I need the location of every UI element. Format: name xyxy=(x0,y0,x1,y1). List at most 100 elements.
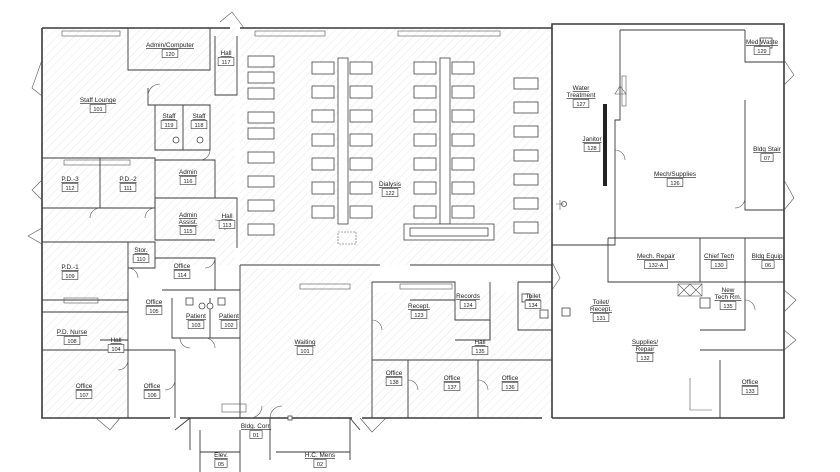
room-name: Tech Rm. xyxy=(715,294,742,301)
room-stor: Stor. 110 xyxy=(132,247,150,263)
room-number: 133 xyxy=(745,389,754,395)
room-number-box xyxy=(471,346,489,355)
interior-walls xyxy=(42,28,785,418)
room-bldg-corr: Bldg. Corr.01 xyxy=(241,423,271,439)
room-number-box xyxy=(190,120,208,129)
room-name: Admin/Computer xyxy=(146,42,195,49)
room-name: Elev. xyxy=(214,452,228,459)
room-number-box xyxy=(61,183,79,192)
room-number-box xyxy=(410,310,428,319)
room-name: Hall xyxy=(110,337,121,344)
room-number-box xyxy=(107,344,125,353)
room-name: Patient xyxy=(219,313,239,320)
room-name: Waiting xyxy=(294,339,316,346)
room-name: Office xyxy=(742,379,759,386)
room-name: Admin xyxy=(179,212,198,219)
room-number-box xyxy=(61,271,79,280)
room-number: 135 xyxy=(723,304,732,310)
room-name: Admin xyxy=(179,169,198,176)
room-number: 104 xyxy=(111,347,120,353)
room-number: 120 xyxy=(165,52,174,58)
room-recept: Recept. 123 xyxy=(408,303,430,319)
room-number: 110 xyxy=(137,257,146,263)
room-name: Stor. xyxy=(134,247,147,254)
room-name: Recept. xyxy=(408,303,430,310)
room-number-box xyxy=(161,49,179,58)
room-number: 119 xyxy=(165,123,174,129)
room-number: 124 xyxy=(463,303,472,309)
door-swings xyxy=(89,83,756,391)
room-number-box xyxy=(385,377,403,386)
room-name: Recept. xyxy=(590,306,612,313)
room-number: 135 xyxy=(475,349,484,355)
room-number-box xyxy=(214,459,228,468)
room-name: P.D.-2 xyxy=(119,176,137,183)
room-admin-computer: Admin/Computer 120 xyxy=(146,42,195,58)
nurse-station-counter xyxy=(337,223,495,245)
room-number: 06 xyxy=(765,263,771,269)
wall-cabinets xyxy=(61,30,627,413)
room-number-box xyxy=(145,306,163,315)
room-office-138: Office 138 xyxy=(386,370,403,386)
room-name: Records xyxy=(456,293,480,300)
room-number-box xyxy=(710,260,728,269)
room-name: Bldg Equip. xyxy=(752,253,785,260)
room-name: Janitor xyxy=(582,136,602,143)
room-name: Staff Lounge xyxy=(80,97,117,104)
room-name: Office xyxy=(386,370,403,377)
room-name: Bldg. Corr. xyxy=(241,423,271,430)
room-number-box xyxy=(249,430,263,439)
room-number: 115 xyxy=(184,229,193,235)
room-number: 101 xyxy=(300,349,309,355)
room-number-box xyxy=(179,226,197,235)
room-number: 132 xyxy=(640,356,649,362)
room-number: 123 xyxy=(414,313,423,319)
room-number: 128 xyxy=(587,146,596,152)
room-number-box xyxy=(143,390,161,399)
room-number-box xyxy=(666,178,684,187)
room-name: Hall xyxy=(474,339,485,346)
room-name: P.D.-1 xyxy=(61,264,79,271)
room-number-box xyxy=(719,301,737,310)
room-name: Office xyxy=(502,375,519,382)
room-number: 138 xyxy=(389,380,398,386)
room-number-box xyxy=(220,320,238,329)
room-name: Assist. xyxy=(179,219,198,226)
room-number-box xyxy=(572,99,590,108)
entry-corridor xyxy=(174,405,361,472)
room-waiting: Waiting 101 xyxy=(294,339,316,355)
room-number: 108 xyxy=(67,339,76,345)
room-number-box xyxy=(501,382,519,391)
room-name: H.C. Mens xyxy=(305,452,335,459)
room-number-box xyxy=(524,300,542,309)
room-name: Staff xyxy=(162,113,175,120)
dialysis-chairs-left xyxy=(247,55,275,236)
room-patient-102: Patient 102 xyxy=(219,313,239,329)
room-name: P.D. Nurse xyxy=(57,329,88,336)
room-number: 117 xyxy=(222,60,231,66)
room-number: 07 xyxy=(764,156,770,162)
room-number: 102 xyxy=(224,323,233,329)
room-number: 05 xyxy=(218,462,224,468)
room-number: 122 xyxy=(385,191,394,197)
room-number: 136 xyxy=(505,385,514,391)
room-number-box xyxy=(760,153,774,162)
room-name: P.D.-3 xyxy=(61,176,79,183)
room-number-box xyxy=(75,390,93,399)
room-name: Toilet xyxy=(526,293,541,300)
